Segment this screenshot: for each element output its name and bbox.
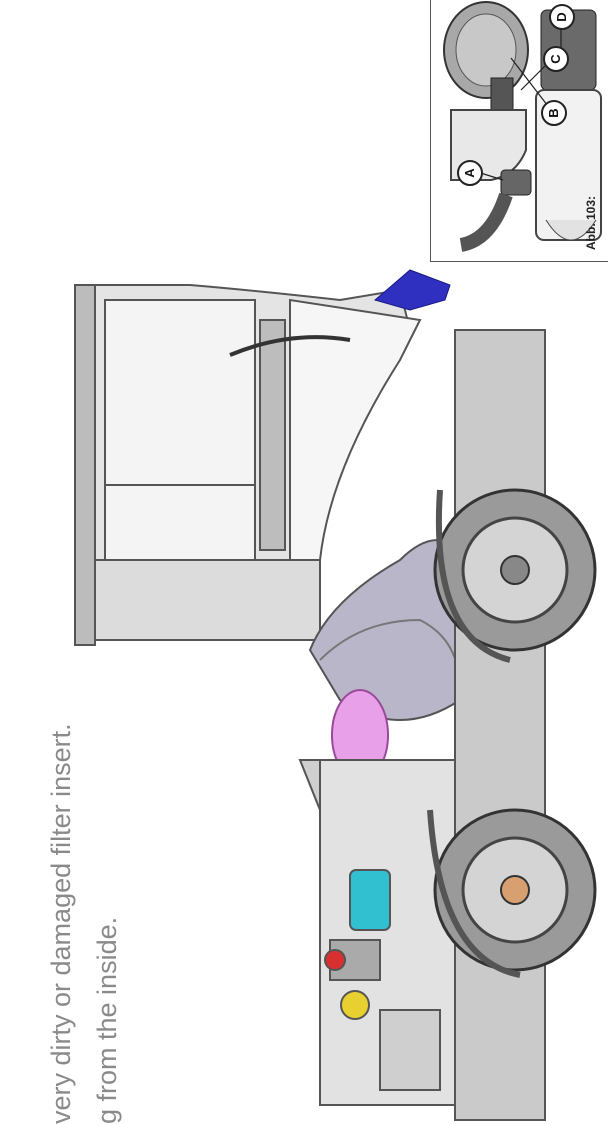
rear-body xyxy=(319,759,461,1106)
front-wheel xyxy=(433,488,597,652)
callout-a: A xyxy=(457,160,483,186)
wiper xyxy=(229,335,351,357)
callout-b: B xyxy=(541,100,567,126)
filter-detail xyxy=(443,1,602,252)
figure-label: Abb. 103: xyxy=(584,195,598,250)
cabin-frame xyxy=(74,284,422,646)
detail-box: A B C D xyxy=(430,0,608,262)
chassis xyxy=(454,329,546,1121)
rear-fender xyxy=(427,809,521,978)
callout-c: C xyxy=(543,46,569,72)
rear-wheel xyxy=(433,808,597,972)
front-fender-arc xyxy=(435,489,511,663)
callout-d: D xyxy=(549,4,575,30)
blue-bracket xyxy=(373,269,451,311)
